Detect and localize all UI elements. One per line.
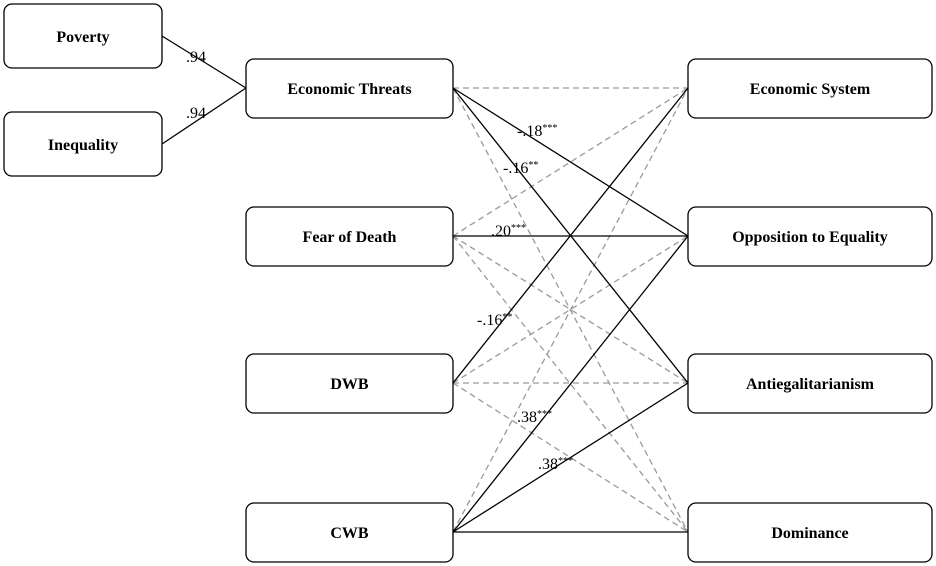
coef-value: .38 [538,456,558,473]
node-label: Poverty [56,29,109,46]
coef-et-oe: -.18*** [517,123,557,140]
path-dwb-dom [452,382,689,533]
loading-poverty: .94 [186,49,206,66]
coef-stars: ** [528,160,538,171]
node-label: Economic Threats [287,81,411,98]
coef-stars: ** [502,312,512,323]
path-poverty-et [161,35,247,89]
path-et-oe [452,87,689,237]
node-opposition-to-equality: Opposition to Equality [687,206,933,267]
node-label: CWB [330,525,369,542]
node-economic-threats: Economic Threats [245,58,454,119]
node-label: Antiegalitarianism [746,376,875,393]
path-dwb-oe [452,235,689,384]
coef-stars: *** [511,223,526,234]
path-cwb-oe [452,235,689,533]
coef-value: .20 [491,223,511,240]
coef-stars: *** [558,456,573,467]
node-fear-of-death: Fear of Death [245,206,454,267]
coef-cwb-anti: .38*** [538,456,573,473]
coef-cwb-oe: .38*** [517,409,552,426]
node-label: Inequality [48,137,118,154]
node-label: Fear of Death [303,229,397,246]
node-label: Dominance [771,525,848,542]
significant-paths [161,35,689,533]
node-cwb: CWB [245,502,454,563]
coef-stars: *** [537,409,552,420]
path-cwb-anti [452,382,689,533]
coef-value: -.16 [503,160,528,177]
coef-value: .38 [517,409,537,426]
path-inequality-et [161,87,247,145]
coef-value: -.16 [477,312,502,329]
path-cwb-es [452,87,689,533]
nonsignificant-paths [452,87,689,533]
coef-stars: *** [542,123,557,134]
path-fod-anti [452,235,689,384]
node-label: Opposition to Equality [732,229,888,246]
coef-dwb-es: -.16** [477,312,512,329]
node-label: Economic System [750,81,871,98]
node-economic-system: Economic System [687,58,933,119]
coef-value: -.18 [517,123,542,140]
node-label: DWB [330,376,369,393]
node-antiegalitarianism: Antiegalitarianism [687,353,933,414]
path-dwb-es [452,87,689,384]
node-dominance: Dominance [687,502,933,563]
coef-fod-oe: .20*** [491,223,526,240]
path-fod-es [452,87,689,237]
node-dwb: DWB [245,353,454,414]
node-poverty: Poverty [3,3,163,69]
path-fod-dom [452,235,689,533]
coef-et-anti: -.16** [503,160,538,177]
node-inequality: Inequality [3,111,163,177]
loading-inequality: .94 [186,105,206,122]
